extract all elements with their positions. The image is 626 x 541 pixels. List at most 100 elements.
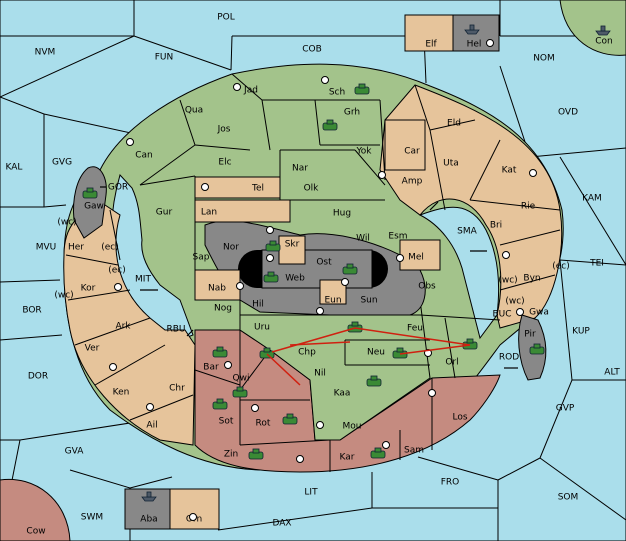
supply-center-dot: [316, 307, 324, 315]
land-label-jad: Jad: [243, 86, 258, 96]
sea-label-kam: KAM: [582, 194, 602, 204]
land-label-aba: Aba: [140, 515, 157, 525]
land-label-jos: Jos: [217, 125, 231, 135]
land-label-car: Car: [404, 147, 420, 157]
land-label-skr: Skr: [285, 240, 300, 250]
land-label-gur: Gur: [156, 208, 173, 218]
land-label-cow: Cow: [26, 527, 45, 537]
land-label-orl: Orl: [445, 358, 458, 368]
supply-center-dot: [109, 363, 117, 371]
army-unit[interactable]: [392, 347, 408, 359]
land-label-sap: Sap: [193, 253, 210, 263]
land-label-yok: Yok: [355, 147, 372, 157]
gaw-province: [73, 166, 107, 239]
land-label-ost: Ost: [316, 258, 332, 268]
land-label-ail: Ail: [146, 421, 157, 431]
sea-label-pol: POL: [217, 13, 235, 23]
army-unit[interactable]: [366, 375, 382, 387]
army-unit[interactable]: [212, 398, 228, 410]
army-unit[interactable]: [354, 83, 370, 95]
army-unit[interactable]: [263, 271, 279, 283]
sea-label-sma: SMA: [457, 227, 477, 237]
coast-label-her-ec: (ec): [101, 243, 119, 253]
land-label-obs: Obs: [418, 282, 436, 292]
army-unit[interactable]: [322, 119, 338, 131]
land-label-los: Los: [452, 413, 467, 423]
land-label-pir: Pir: [524, 330, 536, 340]
land-label-rie: Rie: [521, 202, 536, 212]
sea-label-kal: KAL: [6, 163, 23, 173]
land-label-bar: Bar: [203, 363, 219, 373]
land-label-kar: Kar: [340, 453, 355, 463]
sea-label-nvm: NVM: [35, 48, 56, 58]
land-label-ver: Ver: [85, 344, 100, 354]
fleet-unit[interactable]: [595, 25, 611, 36]
land-label-wil: Wil: [356, 234, 370, 244]
army-unit[interactable]: [265, 240, 281, 252]
sea-label-som: SOM: [558, 493, 579, 503]
supply-center-dot: [316, 421, 324, 429]
army-unit[interactable]: [282, 413, 298, 425]
sea-label-alt: ALT: [604, 368, 620, 378]
army-unit[interactable]: [212, 346, 228, 358]
land-label-eun: Eun: [324, 296, 341, 306]
army-unit[interactable]: [342, 263, 358, 275]
land-label-her: Her: [68, 243, 84, 253]
supply-center-dot: [321, 76, 329, 84]
land-label-mel: Mel: [408, 253, 424, 263]
land-label-sam: Sam: [404, 446, 424, 456]
sea-label-fro: FRO: [441, 478, 460, 488]
supply-center-dot: [516, 308, 524, 316]
sea-label-swm: SWM: [81, 513, 103, 523]
sea-label-dax: DAX: [272, 519, 291, 529]
coast-label-kor-wc: (wc): [54, 291, 73, 301]
land-label-nog: Nog: [214, 304, 232, 314]
land-label-ken: Ken: [113, 388, 130, 398]
south-red-provinces: [194, 329, 501, 473]
land-label-feu: Feu: [407, 324, 423, 334]
land-label-nar: Nar: [292, 164, 308, 174]
sea-label-lit: LIT: [304, 488, 318, 498]
supply-center-dot: [266, 254, 274, 262]
mel-box: [399, 239, 441, 271]
land-label-uru: Uru: [254, 323, 270, 333]
land-label-kat: Kat: [502, 166, 517, 176]
land-label-chp: Chp: [298, 348, 316, 358]
supply-center-dot: [266, 226, 274, 234]
land-label-nor: Nor: [223, 243, 239, 253]
sea-label-dor: DOR: [28, 372, 48, 382]
army-unit[interactable]: [232, 386, 248, 398]
land-label-esm: Esm: [388, 232, 407, 242]
land-label-con: Con: [595, 37, 613, 47]
land-label-neu: Neu: [367, 348, 385, 358]
army-unit[interactable]: [248, 448, 264, 460]
land-label-zin: Zin: [224, 450, 238, 460]
supply-center-dot: [126, 138, 134, 146]
land-label-grh: Grh: [344, 108, 360, 118]
fleet-unit[interactable]: [141, 491, 157, 502]
supply-center-dot: [224, 361, 232, 369]
sea-label-cob: COB: [302, 45, 322, 55]
army-unit[interactable]: [370, 447, 386, 459]
land-label-gwa: Gwa: [529, 308, 549, 318]
land-label-bri: Bri: [490, 221, 502, 231]
land-label-mou: Mou: [343, 422, 362, 432]
sea-label-rod: ROD: [499, 353, 519, 363]
land-label-can: Can: [135, 151, 153, 161]
nab-box: [194, 269, 241, 301]
army-unit[interactable]: [529, 343, 545, 355]
sea-label-fun: FUN: [155, 53, 174, 63]
land-label-nab: Nab: [208, 284, 226, 294]
supply-center-dot: [382, 441, 390, 449]
supply-center-dot: [114, 283, 122, 291]
army-unit[interactable]: [82, 187, 98, 199]
fleet-tokens[interactable]: [141, 24, 611, 502]
fleet-unit[interactable]: [464, 24, 480, 35]
land-label-sot: Sot: [219, 417, 234, 427]
land-label-elf: Elf: [425, 40, 437, 50]
supply-center-dot: [396, 254, 404, 262]
supply-center-dot: [233, 83, 241, 91]
supply-center-dot: [251, 404, 259, 412]
land-label-elc: Elc: [218, 158, 231, 168]
